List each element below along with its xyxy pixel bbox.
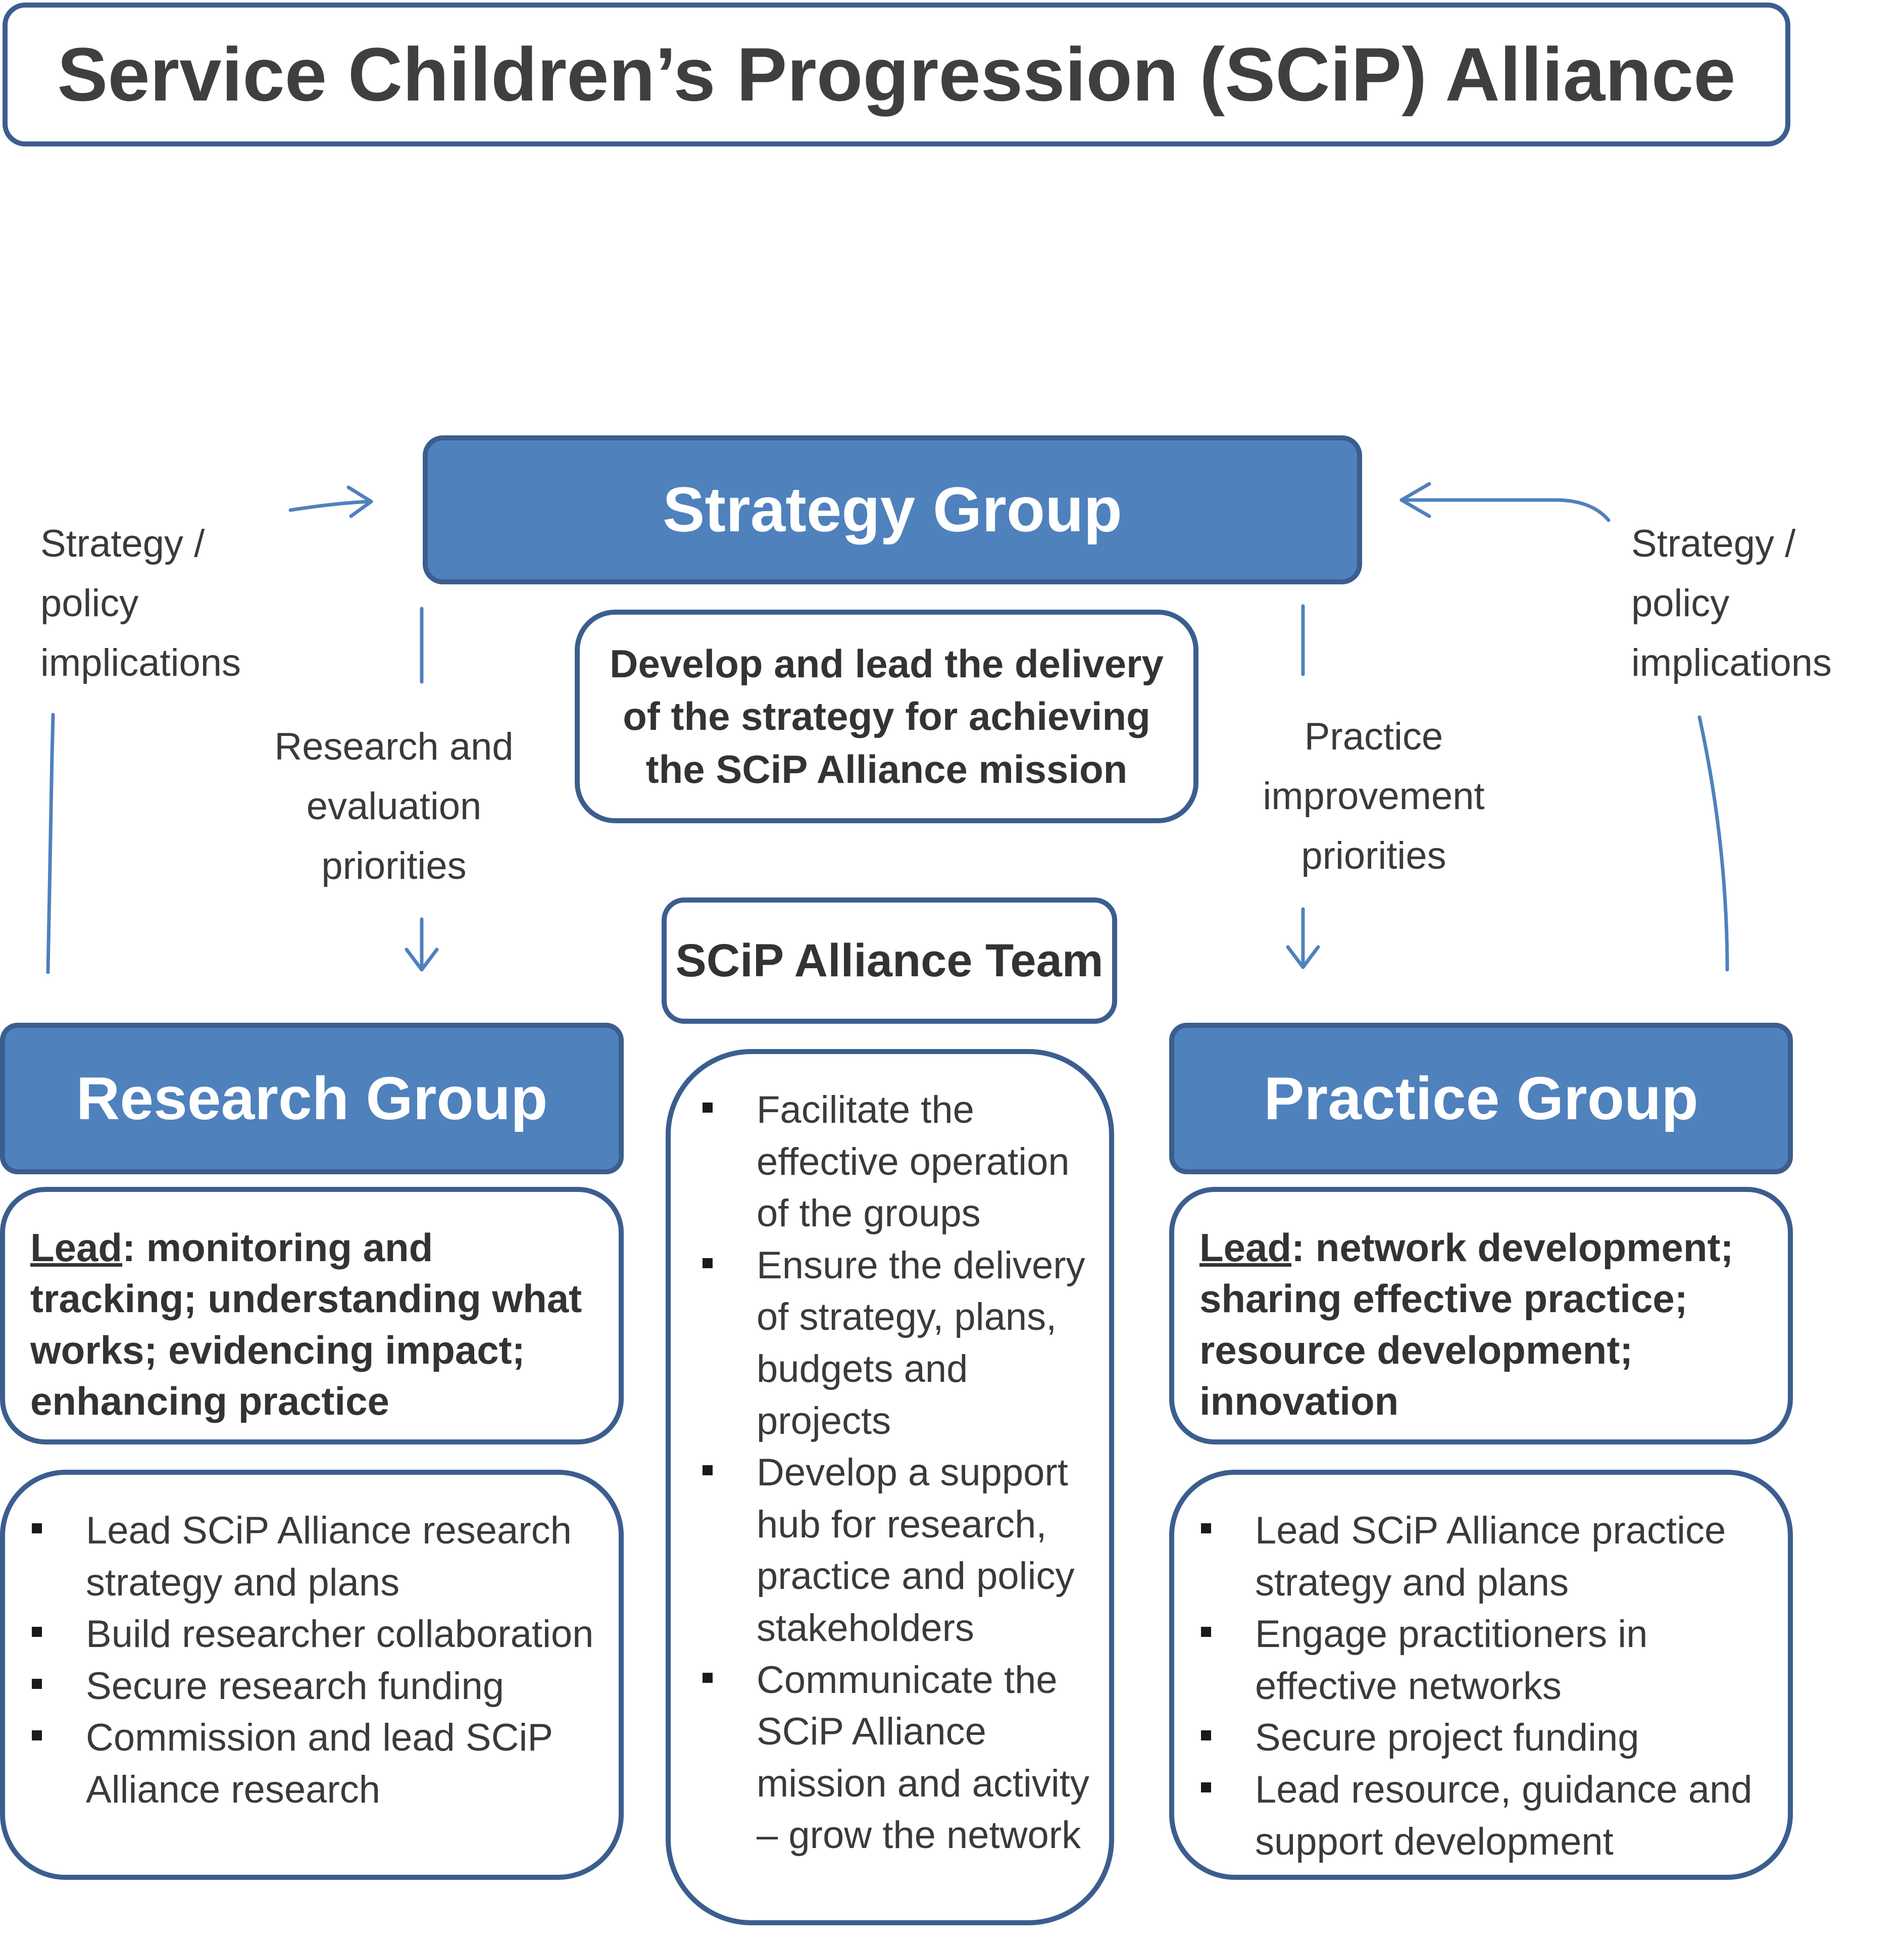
- right-policy-label: Strategy / policy implications: [1631, 522, 1832, 684]
- diagram-title: Service Children’s Progression (SCiP) Al…: [57, 32, 1736, 117]
- research-lead-word: Lead: [30, 1225, 123, 1270]
- practice-lead-box: Lead: network development; sharing effec…: [1169, 1187, 1793, 1444]
- list-item: Commission and lead SCiP Alliance resear…: [28, 1712, 604, 1816]
- research-group-box: Research Group: [0, 1023, 624, 1174]
- strategy-group-box: Strategy Group: [423, 435, 1362, 584]
- square-bullet-icon: [1201, 1782, 1211, 1792]
- practice-lead-description: : network development; sharing effective…: [1199, 1225, 1734, 1424]
- team-title-box: SCiP Alliance Team: [662, 897, 1117, 1024]
- list-item: Engage practitioners in effective networ…: [1197, 1609, 1773, 1712]
- practice-lead-text: Lead: network development; sharing effec…: [1199, 1222, 1763, 1427]
- practice-priorities-label: Practice improvement priorities: [1263, 715, 1485, 877]
- research-responsibilities-list: Lead SCiP Alliance research strategy and…: [28, 1505, 604, 1816]
- practice-responsibilities-list: Lead SCiP Alliance practice strategy and…: [1197, 1505, 1773, 1868]
- square-bullet-icon: [703, 1672, 713, 1683]
- practice-lead-word: Lead: [1199, 1225, 1292, 1270]
- right-feedback-line: [1697, 715, 1729, 972]
- square-bullet-icon: [1201, 1627, 1211, 1637]
- right-feedback-arrowhead: [1399, 482, 1431, 518]
- left-feedback-line: [46, 713, 55, 974]
- square-bullet-icon: [32, 1678, 42, 1689]
- list-item: Facilitate the effective operation of th…: [698, 1084, 1099, 1240]
- list-item: Build researcher collaboration: [28, 1609, 604, 1661]
- list-item: Lead SCiP Alliance research strategy and…: [28, 1505, 604, 1609]
- research-group-title: Research Group: [76, 1065, 548, 1132]
- research-lead-text: Lead: monitoring and tracking; understan…: [30, 1222, 593, 1427]
- square-bullet-icon: [703, 1465, 713, 1476]
- right-feedback-arrow: [1399, 498, 1611, 522]
- square-bullet-icon: [32, 1627, 42, 1637]
- strategy-to-practice-arrowhead: [1286, 945, 1320, 969]
- research-priorities-label: Research and evaluation priorities: [274, 725, 514, 887]
- strategy-to-research-arrowhead: [405, 947, 439, 972]
- left-feedback-arrow: [288, 500, 373, 512]
- strategy-description: Develop and lead the delivery of the str…: [610, 641, 1164, 791]
- strategy-group-title: Strategy Group: [663, 475, 1122, 545]
- list-item: Secure project funding: [1197, 1712, 1773, 1764]
- square-bullet-icon: [1201, 1523, 1211, 1533]
- list-item: Ensure the delivery of strategy, plans, …: [698, 1240, 1099, 1447]
- square-bullet-icon: [32, 1523, 42, 1533]
- square-bullet-icon: [1201, 1730, 1211, 1741]
- research-lead-description: : monitoring and tracking; understanding…: [30, 1225, 582, 1424]
- practice-group-title: Practice Group: [1264, 1065, 1698, 1132]
- left-feedback-arrowhead: [346, 485, 373, 518]
- practice-responsibilities-box: Lead SCiP Alliance practice strategy and…: [1169, 1470, 1793, 1880]
- list-item: Lead SCiP Alliance practice strategy and…: [1197, 1505, 1773, 1609]
- practice-group-box: Practice Group: [1169, 1023, 1793, 1174]
- left-policy-label: Strategy / policy implications: [40, 522, 241, 684]
- diagram-title-box: Service Children’s Progression (SCiP) Al…: [3, 3, 1790, 146]
- square-bullet-icon: [703, 1258, 713, 1268]
- list-item: Develop a support hub for research, prac…: [698, 1447, 1099, 1654]
- strategy-description-box: Develop and lead the delivery of the str…: [575, 610, 1198, 823]
- list-item: Lead resource, guidance and support deve…: [1197, 1764, 1773, 1868]
- square-bullet-icon: [32, 1730, 42, 1741]
- team-title: SCiP Alliance Team: [675, 934, 1104, 986]
- list-item: Secure research funding: [28, 1661, 604, 1713]
- team-responsibilities-list: Facilitate the effective operation of th…: [698, 1084, 1099, 1862]
- research-responsibilities-box: Lead SCiP Alliance research strategy and…: [0, 1470, 624, 1880]
- square-bullet-icon: [703, 1103, 713, 1113]
- team-responsibilities-box: Facilitate the effective operation of th…: [666, 1049, 1114, 1925]
- list-item: Communicate the SCiP Alliance mission an…: [698, 1655, 1099, 1862]
- research-lead-box: Lead: monitoring and tracking; understan…: [0, 1187, 624, 1444]
